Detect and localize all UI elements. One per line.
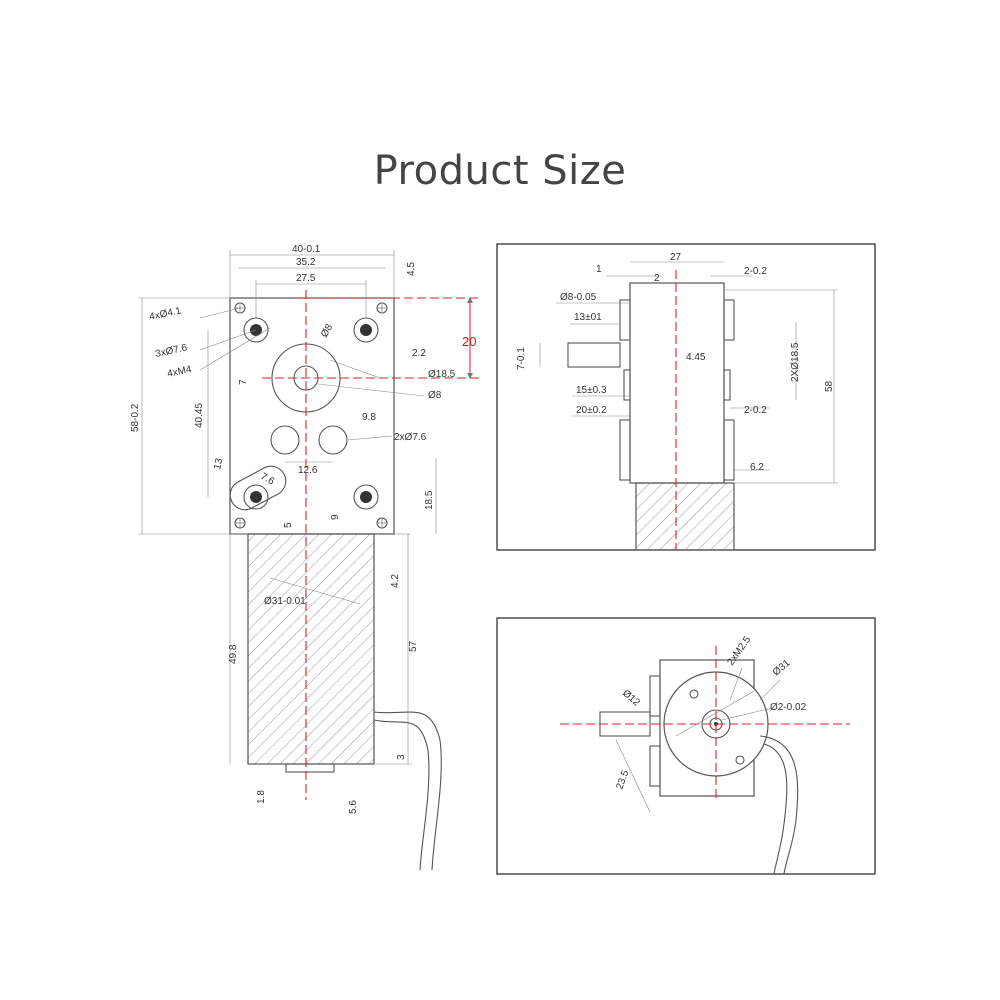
label-9: 9 <box>330 514 341 520</box>
sv-2-02a: 2-0.2 <box>744 266 767 277</box>
label-58: 58-0.2 <box>130 403 141 432</box>
sv-2-02b: 2-0.2 <box>744 405 767 416</box>
dim-20: 20 <box>462 334 476 349</box>
label-4x41: 4xØ4.1 <box>148 305 182 323</box>
label-4-2: 4.2 <box>390 574 401 588</box>
hole-left <box>270 425 300 455</box>
label-3: 3 <box>396 754 407 760</box>
sv-27: 27 <box>670 252 682 263</box>
wire-a <box>373 711 442 871</box>
label-18-5: 18.5 <box>424 490 435 510</box>
label-2-2: 2.2 <box>412 348 426 359</box>
side-view <box>496 243 876 551</box>
label-d31: Ø31-0.01 <box>264 596 306 607</box>
slot <box>229 465 287 511</box>
motor-body <box>247 533 375 765</box>
label-1-8: 1.8 <box>256 790 267 804</box>
label-7: 7 <box>238 379 249 385</box>
sv-6-2: 6.2 <box>750 462 764 473</box>
label-2x76: 2xØ7.6 <box>394 432 427 443</box>
label-13: 13 <box>212 457 225 471</box>
sv-d8: Ø8-0.05 <box>560 292 597 303</box>
dim-4-5: 4.5 <box>406 262 417 276</box>
label-3x76: 3xØ7.6 <box>154 342 188 360</box>
sv-58: 58 <box>824 380 835 392</box>
label-12-6: 12.6 <box>298 465 318 476</box>
front-view <box>138 250 480 871</box>
sv-7: 7-0.1 <box>516 347 527 370</box>
end-view <box>496 617 876 875</box>
sv-20: 20±0.2 <box>576 405 607 416</box>
sv-1: 1 <box>596 264 602 275</box>
sv-15: 15±0.3 <box>576 385 607 396</box>
label-d185: Ø18.5 <box>428 369 456 380</box>
sv-2x185: 2XØ18.5 <box>790 342 801 382</box>
dim-35-2: 35.2 <box>296 257 316 268</box>
sv-4-45: 4.45 <box>686 352 706 363</box>
label-57: 57 <box>408 640 419 652</box>
label-d8b: Ø8 <box>428 390 442 401</box>
output-shaft-side <box>567 342 621 368</box>
label-49-8: 49.8 <box>228 644 239 664</box>
sv-2: 2 <box>654 273 660 284</box>
label-5-6: 5.6 <box>348 800 359 814</box>
label-5: 5 <box>283 522 294 528</box>
label-40-45: 40.45 <box>194 403 205 428</box>
ev-d2: Ø2-0.02 <box>770 702 807 713</box>
dim-27-5: 27.5 <box>296 273 316 284</box>
wire-b <box>373 719 430 871</box>
motor-end-cap <box>285 763 335 773</box>
label-9-8: 9.8 <box>362 412 376 423</box>
dim-40: 40-0.1 <box>292 244 321 255</box>
sv-13: 13±01 <box>574 312 602 323</box>
label-4xm4: 4xM4 <box>166 364 193 380</box>
page-title: Product Size <box>373 148 627 194</box>
